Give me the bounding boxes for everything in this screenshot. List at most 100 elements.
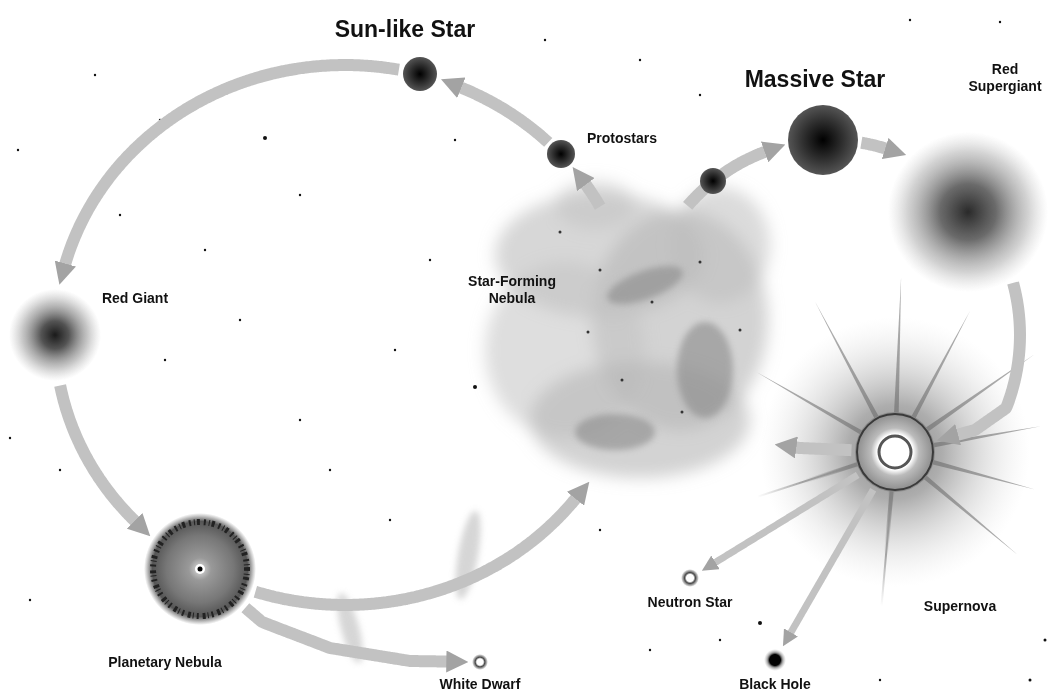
nebula-cloud (485, 181, 770, 478)
star-dot (999, 21, 1001, 23)
planetary-nebula-part (153, 522, 247, 616)
star-dot (699, 94, 701, 96)
star-dot (299, 194, 301, 196)
star-dot (204, 249, 206, 251)
cloud-puff (555, 181, 635, 229)
speck (587, 331, 590, 334)
star-dot (599, 529, 601, 531)
black-hole-shape (764, 649, 786, 671)
supernova-part (857, 414, 933, 490)
supernova: Supernova (855, 412, 935, 492)
planetary-nebula: Planetary Nebula (144, 513, 256, 625)
protostar: Protostars (547, 140, 575, 168)
massive-star-part (788, 105, 858, 175)
sun-like-star-part (403, 57, 437, 91)
star-field (9, 19, 1047, 682)
speck (599, 269, 602, 272)
stage-label: Massive Star (745, 66, 886, 94)
sun-like-star: Sun-like Star (403, 57, 437, 91)
stage-label: Star-Forming Nebula (455, 273, 570, 307)
red-giant-shape (9, 289, 101, 381)
speck (681, 411, 684, 414)
white-dwarf: White Dwarf (472, 654, 488, 670)
star-dot (239, 319, 241, 321)
star-dot (879, 679, 881, 681)
stage-label: Protostars (587, 130, 657, 147)
star-dot (758, 621, 762, 625)
red-supergiant-part (888, 132, 1048, 292)
lifecycle-arrow (459, 87, 548, 142)
cloud-streak (603, 258, 688, 312)
star-dot (29, 599, 31, 601)
nebula-streaks (575, 258, 733, 450)
speck (651, 301, 654, 304)
star-dot (17, 149, 19, 151)
supernova-burst (755, 277, 1041, 607)
stage-label: Red Giant (102, 290, 168, 307)
star-dot (389, 519, 391, 521)
star-dot (429, 259, 431, 261)
planetary-nebula-shape (144, 513, 256, 625)
lifecycle-arrow (65, 65, 399, 265)
stage-label: Sun-like Star (335, 16, 476, 44)
star-dot (299, 419, 301, 421)
star-forming-nebula: Star-Forming Nebula (450, 210, 770, 478)
lifecycle-arrow (585, 183, 600, 207)
nebula-specks (559, 231, 742, 414)
red-giant: Red Giant (9, 289, 101, 381)
stage-label: Neutron Star (648, 594, 733, 611)
speck (739, 329, 742, 332)
cloud-puff (670, 187, 770, 303)
star-dot (263, 136, 267, 140)
planetary-nebula-part (198, 566, 203, 571)
cloud-streak (575, 414, 655, 450)
star-dot (119, 214, 121, 216)
planetary-nebula-part (144, 513, 256, 625)
massive-star-shape (788, 105, 858, 175)
star-dot (454, 139, 456, 141)
star-dot (94, 74, 96, 76)
lifecycle-arrow (245, 608, 448, 662)
star-dot (473, 385, 477, 389)
supernova-shape (855, 412, 935, 492)
white-dwarf-shape (472, 654, 488, 670)
black-hole: Black Hole (764, 649, 786, 671)
neutron-star-part (681, 569, 699, 587)
lifecycle-arrow (790, 490, 873, 634)
star-dot (719, 639, 721, 641)
protostar-sphere (700, 168, 726, 194)
massive-star: Massive Star (788, 105, 858, 175)
cloud-streak (677, 322, 733, 418)
star-dot (909, 19, 911, 21)
supernova-glow (760, 317, 1030, 587)
star-dot (1029, 679, 1032, 682)
neutron-star: Neutron Star (681, 569, 699, 587)
lifecycle-arrow (794, 447, 851, 450)
star-dot (649, 649, 651, 651)
protostar-part (547, 140, 575, 168)
speck (621, 379, 624, 382)
stage-label: Red Supergiant (960, 61, 1050, 95)
lifecycle-arrow (861, 143, 887, 149)
supernova-part (879, 436, 911, 468)
protostar-shape (547, 140, 575, 168)
lifecycle-arrow (255, 497, 576, 605)
neutron-star-shape (681, 569, 699, 587)
star-dot (9, 437, 11, 439)
star-dot (639, 59, 641, 61)
planetary-nebula-part (195, 564, 205, 574)
red-supergiant: Red Supergiant (888, 132, 1048, 292)
lifecycle-arrow (60, 386, 136, 523)
star-dot (544, 39, 546, 41)
speck (699, 261, 702, 264)
black-hole-part (764, 649, 786, 671)
star-dot (59, 469, 61, 471)
lifecycle-arrow (688, 151, 767, 206)
lifecycle-arrow (956, 283, 1020, 435)
red-supergiant-shape (888, 132, 1048, 292)
stage-label: Supernova (924, 598, 996, 615)
stage-label: Planetary Nebula (108, 654, 222, 671)
star-dot (394, 349, 396, 351)
speck (559, 231, 562, 234)
